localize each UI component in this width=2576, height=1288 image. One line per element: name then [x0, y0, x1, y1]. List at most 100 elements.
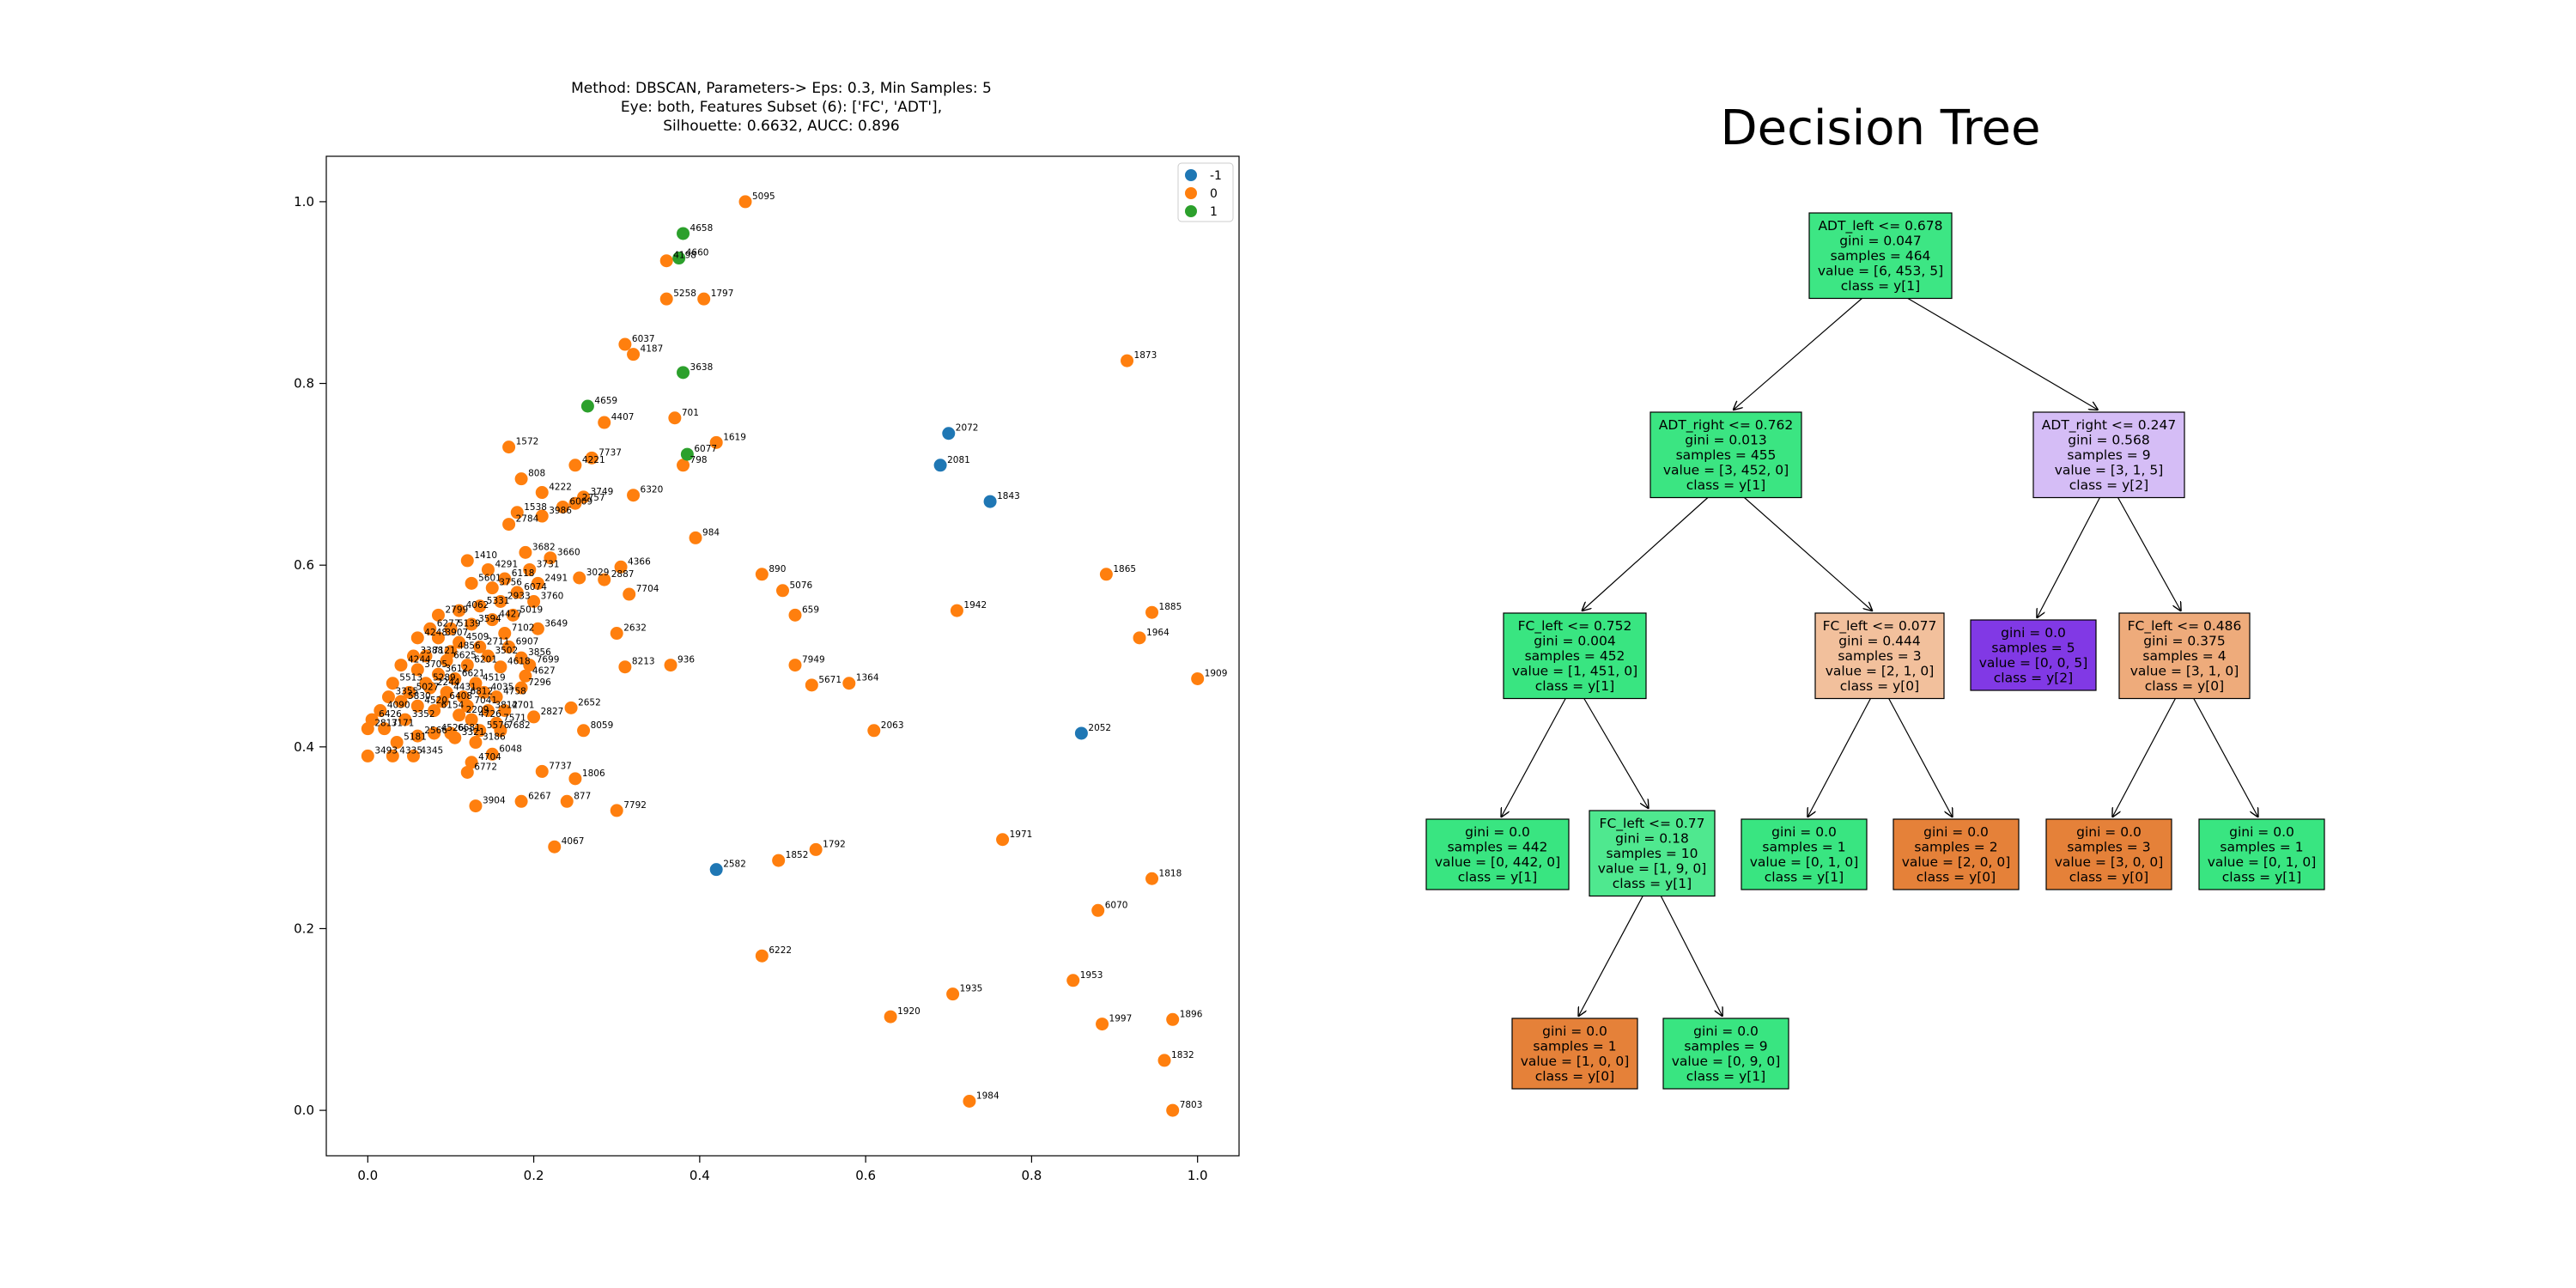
tree-node-box: [1649, 411, 1802, 499]
scatter-point-cluster-0: [659, 254, 673, 268]
scatter-point-label: 4062: [466, 600, 489, 611]
tree-node-box: [1814, 612, 1945, 700]
scatter-point-label: 3493: [374, 745, 398, 756]
tree-node-text: gini = 0.0: [2076, 824, 2142, 840]
scatter-point-cluster-0: [788, 608, 802, 622]
tree-node-text: class = y[1]: [1765, 870, 1844, 885]
scatter-point-cluster-0: [614, 560, 628, 574]
scatter-point-label: 4067: [562, 836, 585, 847]
scatter-point-cluster-0: [506, 608, 519, 622]
scatter-point-label: 5027: [416, 682, 440, 692]
scatter-point-cluster-0: [598, 416, 611, 429]
scatter-point-label: 7041: [474, 696, 497, 706]
tree-node-text: value = [2, 1, 0]: [1826, 664, 1935, 679]
scatter-point-label: 3502: [495, 646, 518, 656]
scatter-point-label: 1832: [1171, 1050, 1194, 1060]
tree-title: Decision Tree: [1721, 100, 2041, 156]
scatter-point-label: 1410: [474, 550, 497, 561]
scatter-point-label: 1885: [1159, 602, 1182, 612]
scatter-point-cluster-0: [1121, 354, 1134, 368]
scatter-point-cluster-0: [697, 292, 711, 306]
scatter-point-cluster-0: [394, 659, 408, 672]
tree-node-text: samples = 442: [1448, 840, 1548, 855]
scatter-title-line-3: Silhouette: 0.6632, AUCC: 0.896: [663, 118, 899, 135]
tree-node-text: samples = 2: [1914, 840, 1997, 855]
tree-edge: [1583, 698, 1649, 809]
scatter-point-label: 4366: [628, 556, 651, 567]
scatter-point-label: 2799: [445, 605, 468, 615]
tree-node-text: gini = 0.047: [1839, 234, 1922, 249]
scatter-point-cluster-0: [1145, 605, 1159, 619]
scatter-point-label: 8059: [591, 720, 614, 731]
scatter-point-label: 3612: [445, 664, 468, 674]
scatter-point-label: 7699: [537, 655, 560, 665]
tree-edge: [2193, 698, 2258, 817]
tree-node-text: samples = 5: [1991, 641, 2075, 656]
scatter-point-label: 6037: [632, 334, 655, 344]
scatter-point-label: 3321: [462, 727, 485, 738]
scatter-point-cluster-0: [410, 663, 424, 677]
tree-node-text: value = [0, 1, 0]: [1750, 854, 1859, 870]
scatter-point-label: 7296: [528, 677, 551, 688]
scatter-point-label: 1942: [963, 600, 987, 611]
scatter-point-label: 4090: [387, 700, 410, 710]
scatter-point-cluster-0: [435, 695, 449, 708]
scatter-point-cluster-0: [677, 459, 690, 472]
scatter-point-label: 5671: [818, 675, 841, 685]
scatter-point-label: 4519: [483, 673, 506, 683]
scatter-point-label: 701: [682, 408, 699, 418]
tree-node-text: class = y[1]: [1458, 870, 1537, 885]
scatter-point-label: 6267: [528, 791, 551, 801]
tree-node-text: samples = 1: [1762, 840, 1845, 855]
scatter-point-label: 6812: [470, 687, 493, 697]
scatter-point-cluster-0: [444, 622, 458, 635]
scatter-point-cluster-neg1: [709, 863, 723, 877]
scatter-point-label: 890: [769, 564, 786, 574]
scatter-point-cluster-0: [1066, 974, 1080, 987]
tree-node-text: samples = 4: [2142, 648, 2226, 664]
scatter-point-cluster-0: [1157, 1054, 1171, 1067]
scatter-point-label: 6408: [449, 691, 472, 702]
scatter-point-label: 1873: [1134, 350, 1157, 361]
scatter-point-label: 5019: [519, 605, 543, 615]
tree-node-text: class = y[0]: [2145, 678, 2224, 694]
scatter-point-cluster-0: [755, 568, 769, 581]
scatter-point-cluster-0: [514, 681, 528, 695]
scatter-point-cluster-0: [535, 509, 549, 523]
scatter-point-label: 1964: [1146, 628, 1170, 638]
scatter-point-label: 4198: [673, 251, 696, 261]
scatter-point-cluster-0: [477, 685, 491, 699]
tree-node-text: class = y[1]: [1686, 1069, 1765, 1084]
scatter-point-cluster-0: [448, 671, 462, 685]
scatter-point-cluster-0: [428, 703, 441, 717]
scatter-point-cluster-0: [1096, 1018, 1109, 1031]
scatter-point-cluster-0: [406, 749, 420, 762]
scatter-point-cluster-0: [465, 576, 478, 590]
scatter-point-label: 2933: [507, 592, 531, 602]
scatter-point-label: 1364: [856, 673, 879, 683]
scatter-point-cluster-0: [627, 348, 641, 361]
tree-node-text: FC_left <= 0.486: [2128, 618, 2242, 635]
scatter-point-cluster-0: [485, 581, 499, 595]
scatter-point-cluster-0: [406, 649, 420, 663]
scatter-point-cluster-0: [996, 833, 1010, 847]
tree-node-box: [1808, 212, 1953, 300]
scatter-point-cluster-0: [485, 747, 499, 761]
scatter-point-cluster-0: [423, 622, 437, 635]
tree-node-text: samples = 9: [2067, 447, 2150, 463]
scatter-point-label: 7737: [598, 447, 622, 458]
scatter-point-cluster-0: [627, 489, 641, 502]
scatter-point-label: 4520: [424, 696, 447, 706]
tree-node-text: gini = 0.18: [1615, 831, 1689, 847]
scatter-point-label: 2081: [947, 455, 970, 465]
tree-edge: [2112, 698, 2176, 817]
scatter-point-label: 3594: [478, 614, 501, 624]
scatter-point-label: 6074: [524, 582, 547, 592]
legend-marker: [1185, 205, 1197, 217]
tree-node-text: gini = 0.568: [2068, 433, 2150, 448]
